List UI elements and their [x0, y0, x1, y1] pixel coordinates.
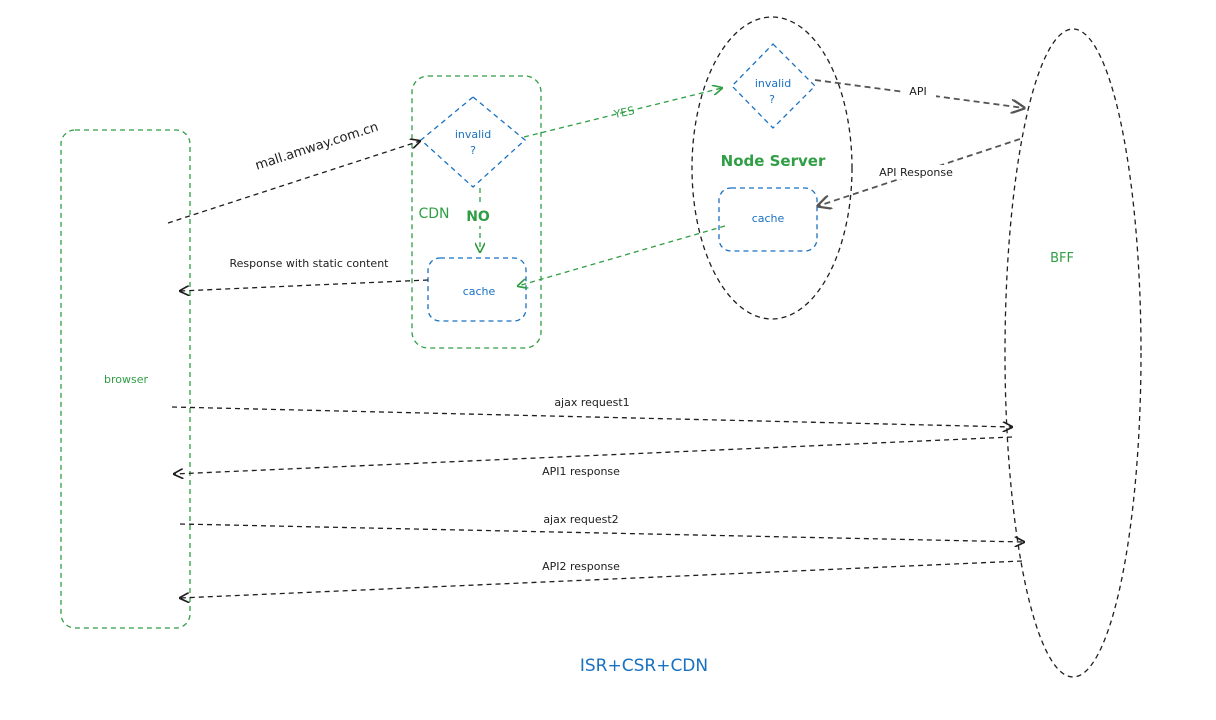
node-decision-mark: ?: [769, 93, 775, 106]
node-server-node: [691, 16, 853, 320]
api-response-arrow: [818, 138, 1021, 206]
api-response-label: API Response: [879, 166, 953, 179]
static-response-arrow: [180, 279, 429, 291]
node-invalid-decision: [731, 43, 816, 129]
bff-node: [1004, 28, 1142, 678]
cdn-label: CDN: [418, 206, 449, 222]
ajax-request2-arrow: [179, 523, 1024, 542]
cdn-node: [411, 75, 542, 349]
yes-label: YES: [612, 104, 636, 121]
api2-response-label: API2 response: [542, 560, 620, 573]
node-server-label: Node Server: [721, 152, 826, 170]
static-response-label: Response with static content: [230, 257, 390, 270]
node-decision-label: invalid: [755, 77, 791, 90]
yes-arrow: [523, 88, 722, 138]
no-label: NO: [466, 209, 490, 225]
cdn-cache-label: cache: [463, 285, 496, 298]
no-label-bg: [460, 204, 496, 226]
ajax-request1-arrow: [171, 406, 1012, 427]
browser-label: browser: [104, 373, 148, 386]
browser-node: [60, 129, 191, 629]
api-label-bg: [902, 84, 936, 98]
ajax-request2-label: ajax request2: [543, 513, 618, 526]
cdn-cache-node: [427, 257, 527, 322]
api2-response-arrow: [180, 560, 1023, 598]
cdn-decision-label: invalid: [455, 128, 491, 141]
node-cache-label: cache: [752, 212, 785, 225]
diagram-title: ISR+CSR+CDN: [580, 656, 708, 676]
ajax-request1-label: ajax request1: [554, 396, 629, 409]
mall-request-arrow: [167, 141, 420, 224]
api1-response-label: API1 response: [542, 465, 620, 478]
api-response-label-bg: [872, 165, 964, 179]
api1-response-arrow: [174, 436, 1013, 474]
mall-url-label: mall.amway.com.cn: [254, 120, 381, 174]
node-to-cdn-cache-arrow: [518, 225, 726, 286]
bff-label: BFF: [1050, 251, 1074, 266]
node-cache-node: [718, 187, 818, 252]
cdn-invalid-decision: [420, 96, 526, 188]
cdn-decision-mark: ?: [470, 144, 476, 157]
api-label: API: [909, 85, 926, 98]
